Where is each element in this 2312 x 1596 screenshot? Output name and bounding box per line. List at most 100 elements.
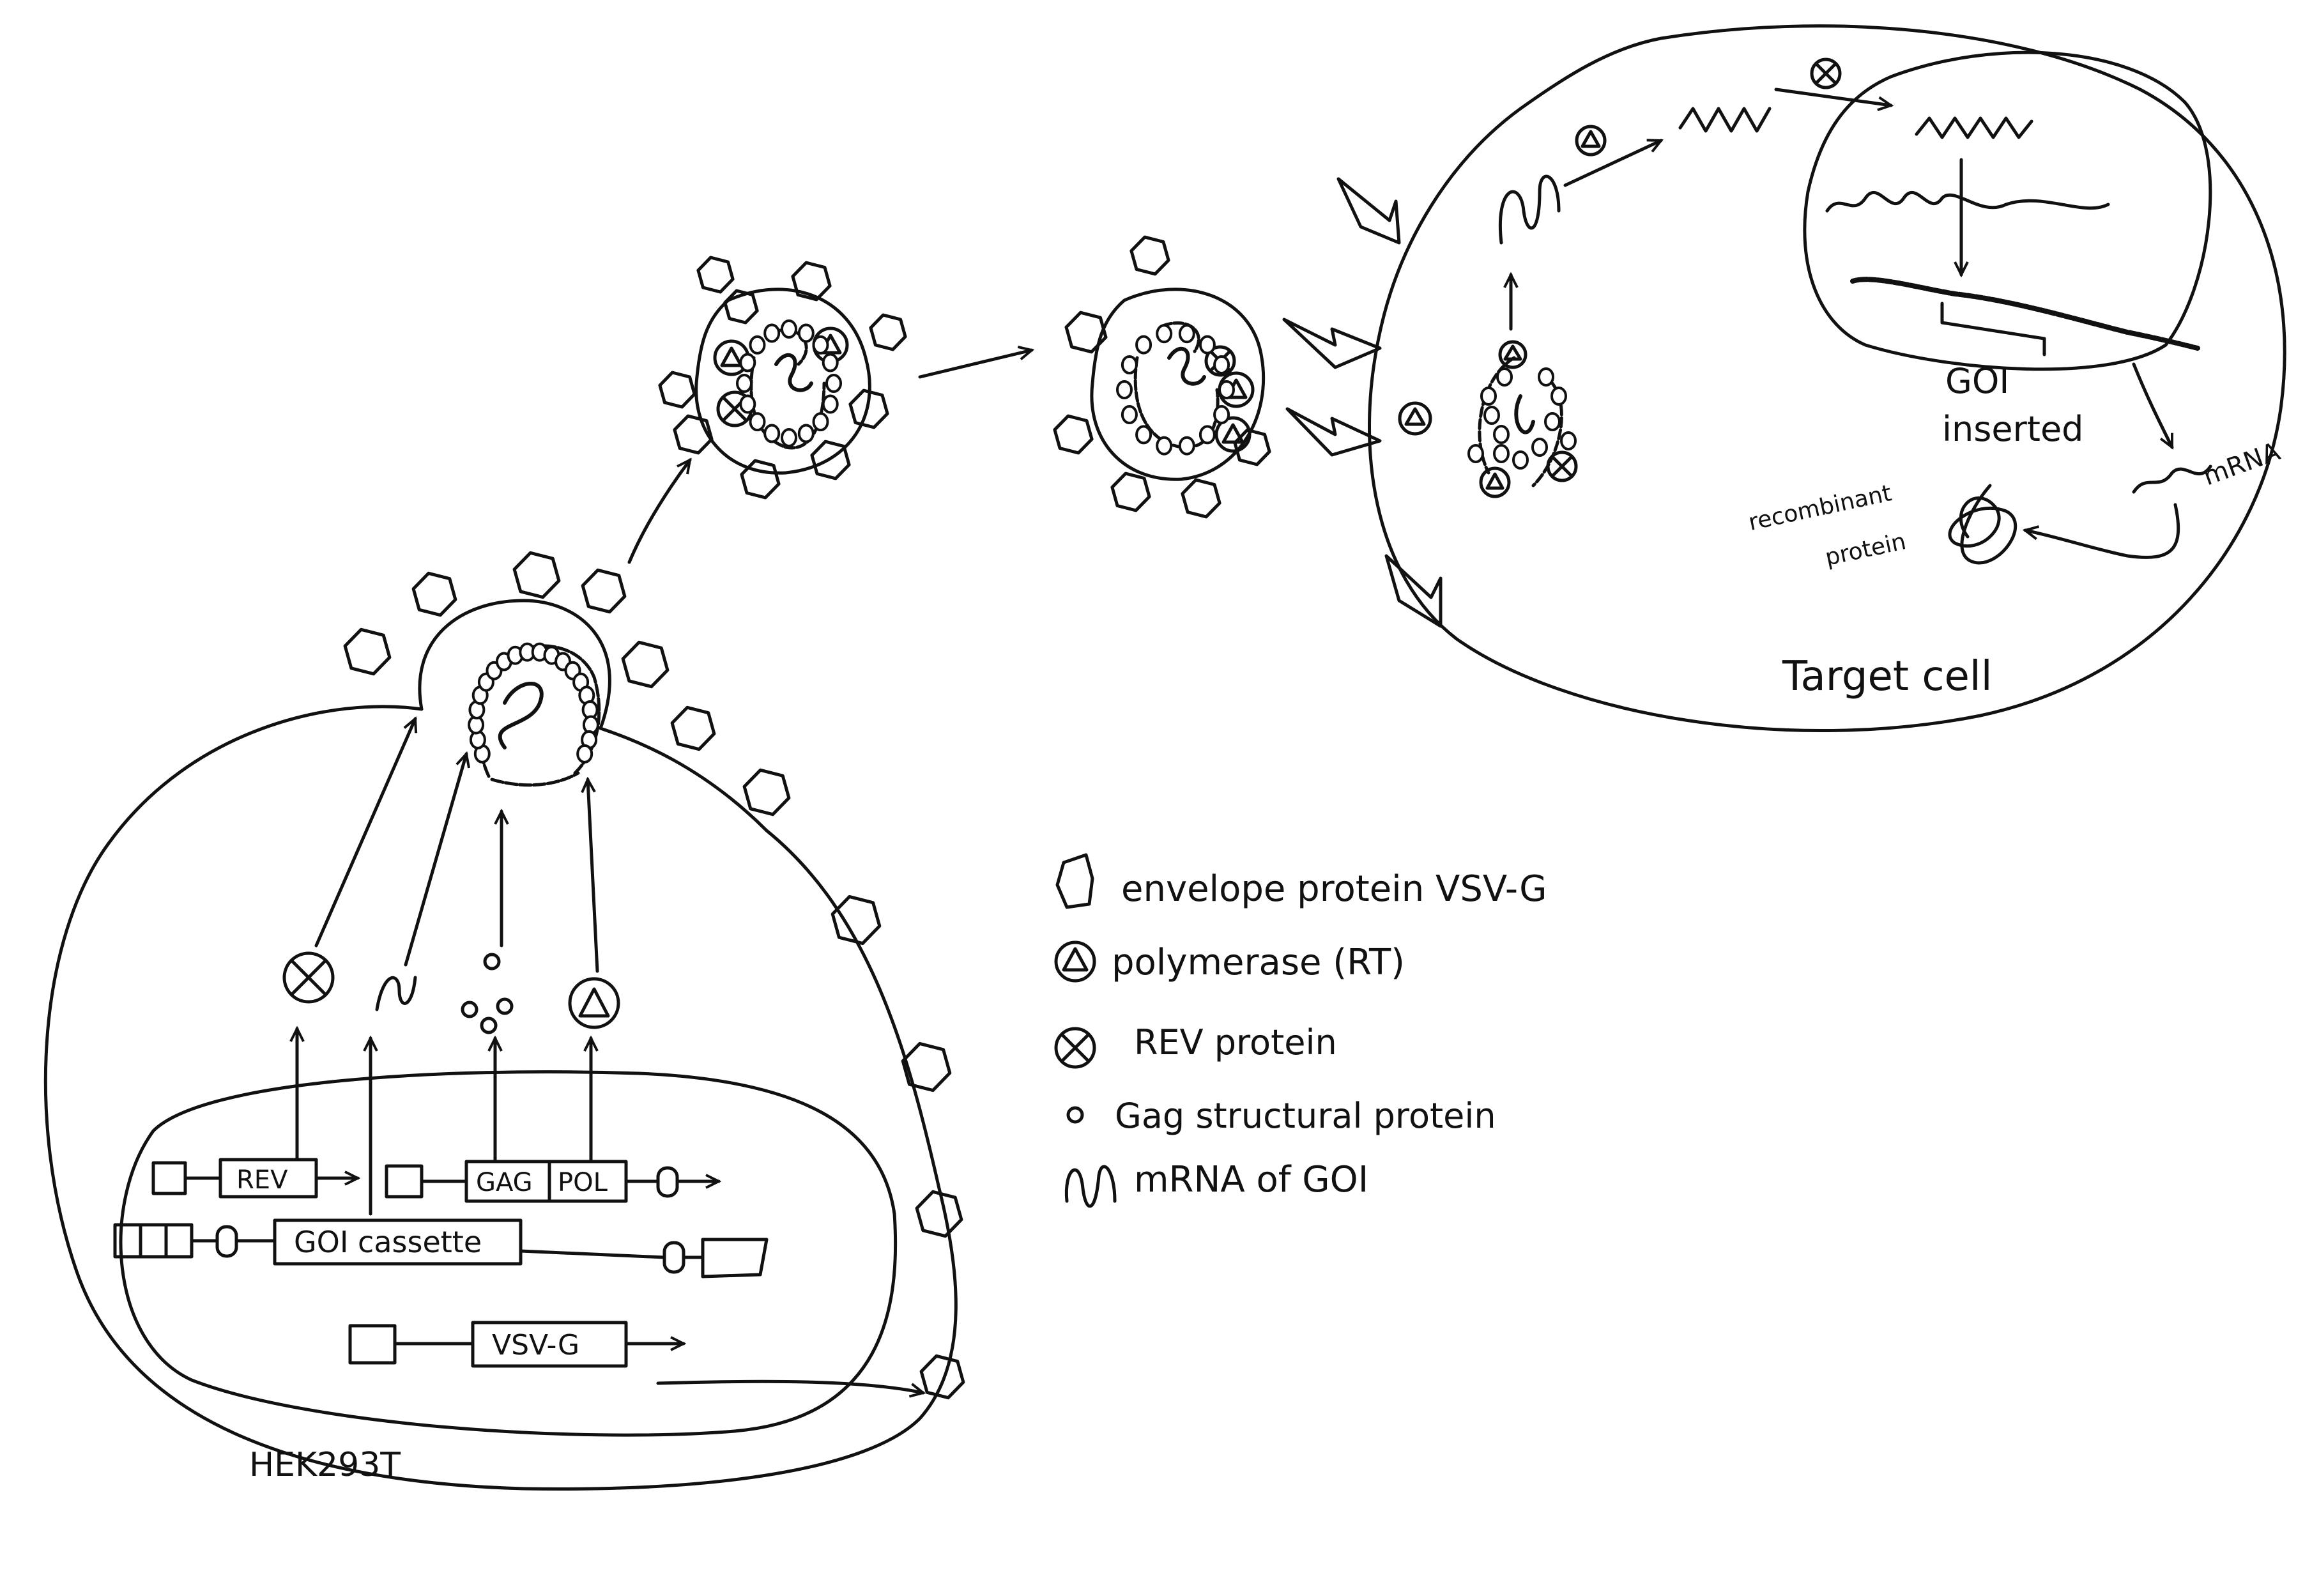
envelope-hexagon-icon — [810, 440, 851, 480]
arrow-transcription — [2132, 362, 2174, 447]
recombinant-label-1: recombinant — [1746, 480, 1894, 535]
arrow-vsvg-to-membrane — [656, 1379, 923, 1393]
gag-pol-plasmid — [385, 1160, 719, 1203]
goi-cassette-label: GOI cassette — [294, 1225, 482, 1259]
legend-gag-text: Gag structural protein — [1115, 1096, 1496, 1136]
envelope-hexagon-icon — [512, 551, 561, 599]
gag-bead — [797, 424, 815, 443]
envelope-hexagon-icon — [901, 1041, 952, 1093]
gag-bead — [1156, 436, 1173, 456]
rev-box-label: REV — [236, 1165, 288, 1195]
arrow-translation — [2025, 503, 2180, 559]
gag-bead — [1512, 450, 1529, 470]
pol-box-label: POL — [558, 1168, 608, 1197]
gag-bead — [822, 394, 839, 414]
gag-bead — [1135, 425, 1152, 445]
host-dna-integrated — [1850, 277, 2200, 351]
goi-inserted-label-2: inserted — [1942, 409, 2083, 449]
vsvg-box-label: VSV-G — [492, 1329, 579, 1362]
gag-bead — [763, 323, 781, 343]
gag-bead — [822, 353, 839, 372]
legend-mrna-text: mRNA of GOI — [1134, 1159, 1368, 1201]
host-dna-strand-1 — [1825, 191, 2110, 213]
gag-bead — [1538, 367, 1554, 387]
polymerase-rt-icon — [1575, 125, 1607, 157]
envelope-hexagon-icon — [673, 414, 714, 455]
gag-bead — [1493, 444, 1510, 463]
gag-bead — [812, 412, 829, 432]
legend-mrna-icon — [1064, 1165, 1117, 1208]
uncoating-capsid — [1478, 340, 1578, 498]
dsdna-icon — [1678, 107, 1772, 133]
cell-receptors — [1282, 177, 1443, 628]
gag-bead — [1560, 431, 1577, 450]
envelope-hexagon-icon — [343, 627, 392, 676]
gag-bead — [1213, 405, 1230, 424]
legend-envelope-text: envelope protein VSV-G — [1121, 868, 1547, 910]
arrow-bud-to-virion — [627, 460, 690, 564]
envelope-hexagon-icon — [831, 894, 882, 946]
producer-cell-membrane — [43, 599, 958, 1491]
recombinant-protein-icon — [1948, 484, 2017, 565]
arrow-rt-step — [1563, 141, 1661, 187]
envelope-hexagon-icon — [740, 459, 781, 500]
vsvg-plasmid — [348, 1321, 684, 1368]
free-polymerase-icon — [1398, 401, 1432, 436]
envelope-hexagon-icon — [915, 1190, 963, 1238]
legend-envelope-icon — [1055, 853, 1094, 909]
gag-bead — [1213, 355, 1230, 374]
gag-bead — [1198, 335, 1216, 355]
gag-bead — [1496, 367, 1513, 387]
gag-bead — [1218, 380, 1235, 399]
arrow-pol-to-capsid — [588, 779, 599, 973]
gag-bead — [576, 744, 593, 763]
gag-bead — [749, 412, 766, 432]
arrow-rev-to-capsid — [314, 719, 415, 948]
mrna-in-cytoplasm-icon — [1499, 174, 1561, 245]
producer-cell-label: HEK293T — [249, 1446, 401, 1484]
envelope-hexagon-icon — [919, 1354, 965, 1400]
gag-bead — [781, 319, 797, 339]
goi-bracket — [1940, 302, 2046, 357]
gag-box-label: GAG — [476, 1168, 533, 1197]
rev-plasmid — [151, 1158, 358, 1199]
envelope-hexagon-icon — [1053, 414, 1094, 455]
envelope-hexagon-icon — [670, 705, 716, 751]
legend-polymerase-icon — [1054, 940, 1096, 983]
legend-rev-icon — [1054, 1027, 1096, 1069]
envelope-hexagon-icon — [1064, 311, 1108, 354]
gag-bead — [1544, 412, 1561, 431]
gag-bead — [1531, 438, 1548, 457]
gag-bead — [1178, 324, 1195, 344]
rev-protein-icon — [282, 951, 335, 1004]
gag-mrna-squiggle-icon — [375, 976, 417, 1011]
target-cell-label: Target cell — [1782, 653, 1992, 700]
gag-bead — [781, 428, 797, 447]
gag-bead — [1550, 387, 1567, 406]
envelope-hexagon-icon — [742, 768, 791, 817]
envelope-hexagon-icon — [723, 289, 759, 325]
envelope-hexagon-icon — [869, 313, 907, 351]
recombinant-label-2: protein — [1823, 528, 1908, 571]
legend-rev-text: REV protein — [1134, 1022, 1337, 1063]
envelope-proteins — [343, 235, 1271, 1400]
gag-bead — [825, 374, 842, 393]
arrow-import — [1774, 88, 1891, 105]
envelope-hexagon-icon — [581, 568, 627, 614]
gag-bead — [1198, 425, 1216, 445]
legend-gag-icon — [1066, 1106, 1084, 1124]
gag-bead — [736, 374, 753, 393]
envelope-hexagon-icon — [1129, 235, 1170, 276]
envelope-hexagon-icon — [1181, 478, 1221, 519]
gag-bead — [1121, 405, 1138, 424]
gag-bead — [1178, 436, 1195, 456]
gag-bead — [1156, 324, 1173, 344]
goi-inserted-label-1: GOI — [1945, 361, 2009, 401]
producer-nucleus — [119, 1070, 898, 1437]
rev-import-icon — [1810, 58, 1842, 89]
target-nucleus — [1803, 50, 2212, 371]
envelope-hexagon-icon — [658, 371, 696, 409]
target-cell-membrane — [1368, 24, 2286, 733]
viral-dna-in-nucleus — [1915, 116, 2033, 139]
